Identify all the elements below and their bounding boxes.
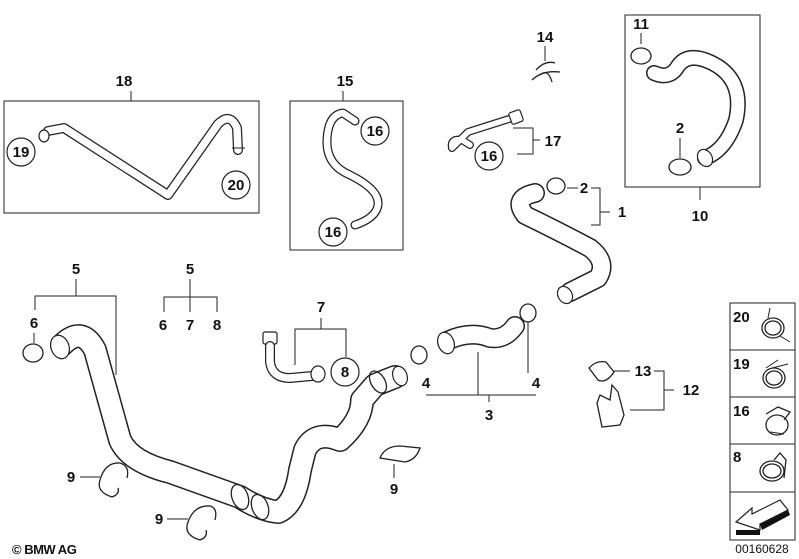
- drawing-number: 00160628: [735, 542, 789, 556]
- callout-18[interactable]: 18: [116, 73, 133, 90]
- callout-9-a[interactable]: 9: [67, 469, 75, 486]
- callout-7-b[interactable]: 7: [186, 317, 194, 334]
- svg-text:20: 20: [228, 177, 245, 194]
- callout-3[interactable]: 3: [485, 407, 493, 424]
- part-7: 7 8: [262, 299, 360, 387]
- svg-text:20: 20: [733, 309, 750, 326]
- holder-clamp-9-a[interactable]: [98, 462, 129, 498]
- spring-clamp-8-icon: [759, 452, 787, 482]
- clamp-2[interactable]: [546, 177, 566, 195]
- callout-10[interactable]: 10: [692, 208, 709, 225]
- callout-2[interactable]: 2: [580, 180, 588, 197]
- callout-4-left[interactable]: 4: [422, 375, 431, 392]
- callout-19-circle[interactable]: 19: [6, 137, 36, 167]
- callout-9-b[interactable]: 9: [155, 511, 163, 528]
- callout-6-a[interactable]: 6: [30, 315, 38, 332]
- callout-16-circle-bottom[interactable]: 16: [318, 217, 348, 247]
- kit-box-18: [3, 100, 260, 214]
- group-10: 11 2 10: [624, 14, 761, 225]
- part-9: 9 9 9: [67, 445, 421, 541]
- callout-5-a[interactable]: 5: [72, 261, 80, 278]
- spring-clamp-16-icon: [765, 406, 792, 436]
- svg-text:19: 19: [13, 144, 30, 161]
- hose-18[interactable]: [38, 113, 245, 200]
- clamp-11[interactable]: [630, 47, 652, 65]
- callout-16-circle-top[interactable]: 16: [360, 116, 390, 146]
- group-5-legend: 5 6 7 8: [159, 261, 221, 334]
- svg-text:16: 16: [481, 148, 498, 165]
- clamp-legend: 20 19 16 8: [729, 302, 796, 541]
- svg-text:19: 19: [733, 356, 750, 373]
- callout-12[interactable]: 12: [683, 382, 700, 399]
- callout-20-circle[interactable]: 20: [221, 170, 251, 200]
- svg-text:8: 8: [733, 449, 741, 466]
- hose-1[interactable]: [510, 183, 612, 306]
- group-18: 18 19 20: [3, 73, 260, 214]
- clamp-2-box10[interactable]: [668, 158, 692, 176]
- callout-2-box10[interactable]: 2: [676, 120, 684, 137]
- svg-text:16: 16: [325, 224, 342, 241]
- svg-text:16: 16: [367, 123, 384, 140]
- callout-6-b[interactable]: 6: [159, 317, 167, 334]
- copyright: © BMW AG: [12, 542, 77, 557]
- holder-clamp-9-c[interactable]: [379, 445, 421, 463]
- callout-4-right[interactable]: 4: [532, 375, 541, 392]
- part-12: 13 12: [588, 360, 700, 428]
- callout-9-c[interactable]: 9: [390, 481, 398, 498]
- legend-item-16[interactable]: 16: [733, 403, 792, 436]
- callout-1[interactable]: 1: [618, 204, 626, 221]
- holder-clamp-9-b[interactable]: [186, 505, 217, 541]
- callout-5-b[interactable]: 5: [186, 261, 194, 278]
- direction-arrow-icon: [734, 499, 790, 535]
- callout-14[interactable]: 14: [537, 29, 554, 46]
- part-17: 17 16: [447, 109, 562, 171]
- legend-item-20[interactable]: 20: [733, 307, 791, 343]
- hose-17[interactable]: [447, 109, 524, 152]
- callout-16-circle-17[interactable]: 16: [474, 141, 504, 171]
- kit-box-15: [289, 100, 404, 251]
- spring-clamp-19-icon: [762, 359, 789, 389]
- kit-box-10: [624, 14, 761, 188]
- hose-7[interactable]: [262, 331, 326, 383]
- legend-item-8[interactable]: 8: [733, 449, 787, 482]
- callout-8-b[interactable]: 8: [213, 317, 221, 334]
- part-1: 2 1: [510, 177, 626, 306]
- hose-3[interactable]: [435, 316, 525, 356]
- hose-5[interactable]: [47, 324, 410, 524]
- callout-13[interactable]: 13: [635, 363, 652, 380]
- callout-17[interactable]: 17: [545, 133, 562, 150]
- callout-8-circle[interactable]: 8: [330, 357, 360, 387]
- callout-11[interactable]: 11: [633, 16, 649, 33]
- group-15: 15 16 16: [289, 73, 404, 251]
- clip-14[interactable]: [531, 61, 561, 83]
- clamp-4-left[interactable]: [410, 345, 428, 365]
- part-3: 4 4 3: [410, 303, 541, 424]
- clamp-6[interactable]: [22, 343, 44, 363]
- part-14: 14: [531, 29, 561, 83]
- callout-15[interactable]: 15: [337, 73, 354, 90]
- legend-item-19[interactable]: 19: [733, 356, 789, 389]
- svg-text:8: 8: [341, 364, 349, 381]
- callout-7-a[interactable]: 7: [317, 299, 325, 316]
- svg-text:16: 16: [733, 403, 750, 420]
- bracket-13[interactable]: [588, 360, 625, 428]
- hose-15[interactable]: [322, 108, 383, 230]
- hose-10[interactable]: [646, 49, 746, 169]
- spring-clamp-20-icon: [761, 307, 791, 343]
- part-5: 5 6: [22, 261, 410, 524]
